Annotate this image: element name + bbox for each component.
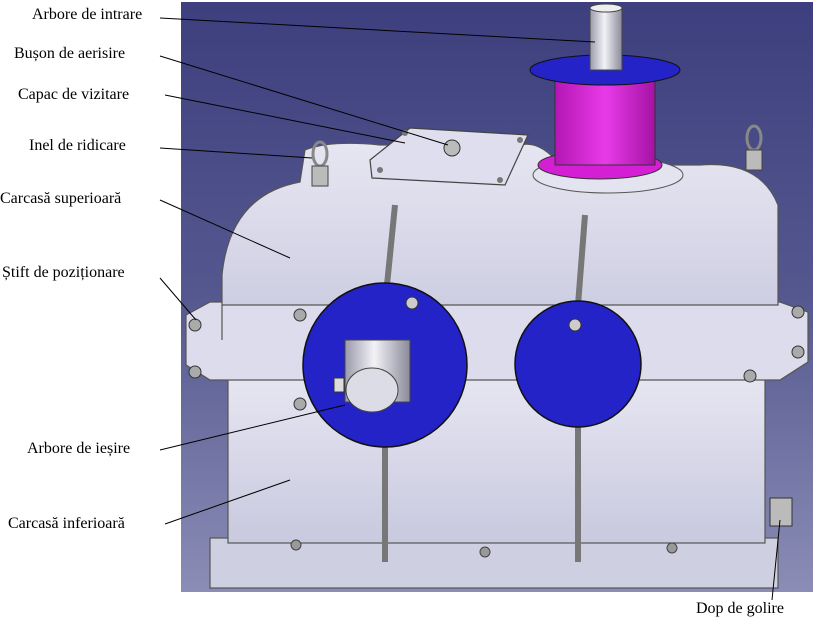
drain-plug [769, 497, 793, 527]
input-shaft-assembly [529, 3, 684, 194]
label-lifting-ring: Inel de ridicare [29, 137, 126, 154]
lifting-ring-right [745, 124, 763, 171]
label-output-shaft: Arbore de ieșire [27, 440, 131, 457]
label-breather-plug: Bușon de aerisire [14, 45, 126, 62]
label-upper-housing: Carcasă superioară [0, 190, 122, 207]
inspection-cover [369, 127, 529, 186]
label-input-shaft: Arbore de intrare [32, 6, 143, 23]
label-lower-housing: Carcasă inferioară [8, 515, 125, 532]
leader-lines [159, 17, 781, 601]
label-inspection-cover: Capac de vizitare [18, 86, 130, 103]
label-drain-plug: Dop de golire [696, 600, 784, 617]
intermediate-bearing-cover [514, 300, 642, 428]
output-shaft [333, 339, 411, 413]
label-positioning-pin: Știft de poziționare [2, 264, 125, 281]
lifting-ring-left [311, 140, 329, 187]
